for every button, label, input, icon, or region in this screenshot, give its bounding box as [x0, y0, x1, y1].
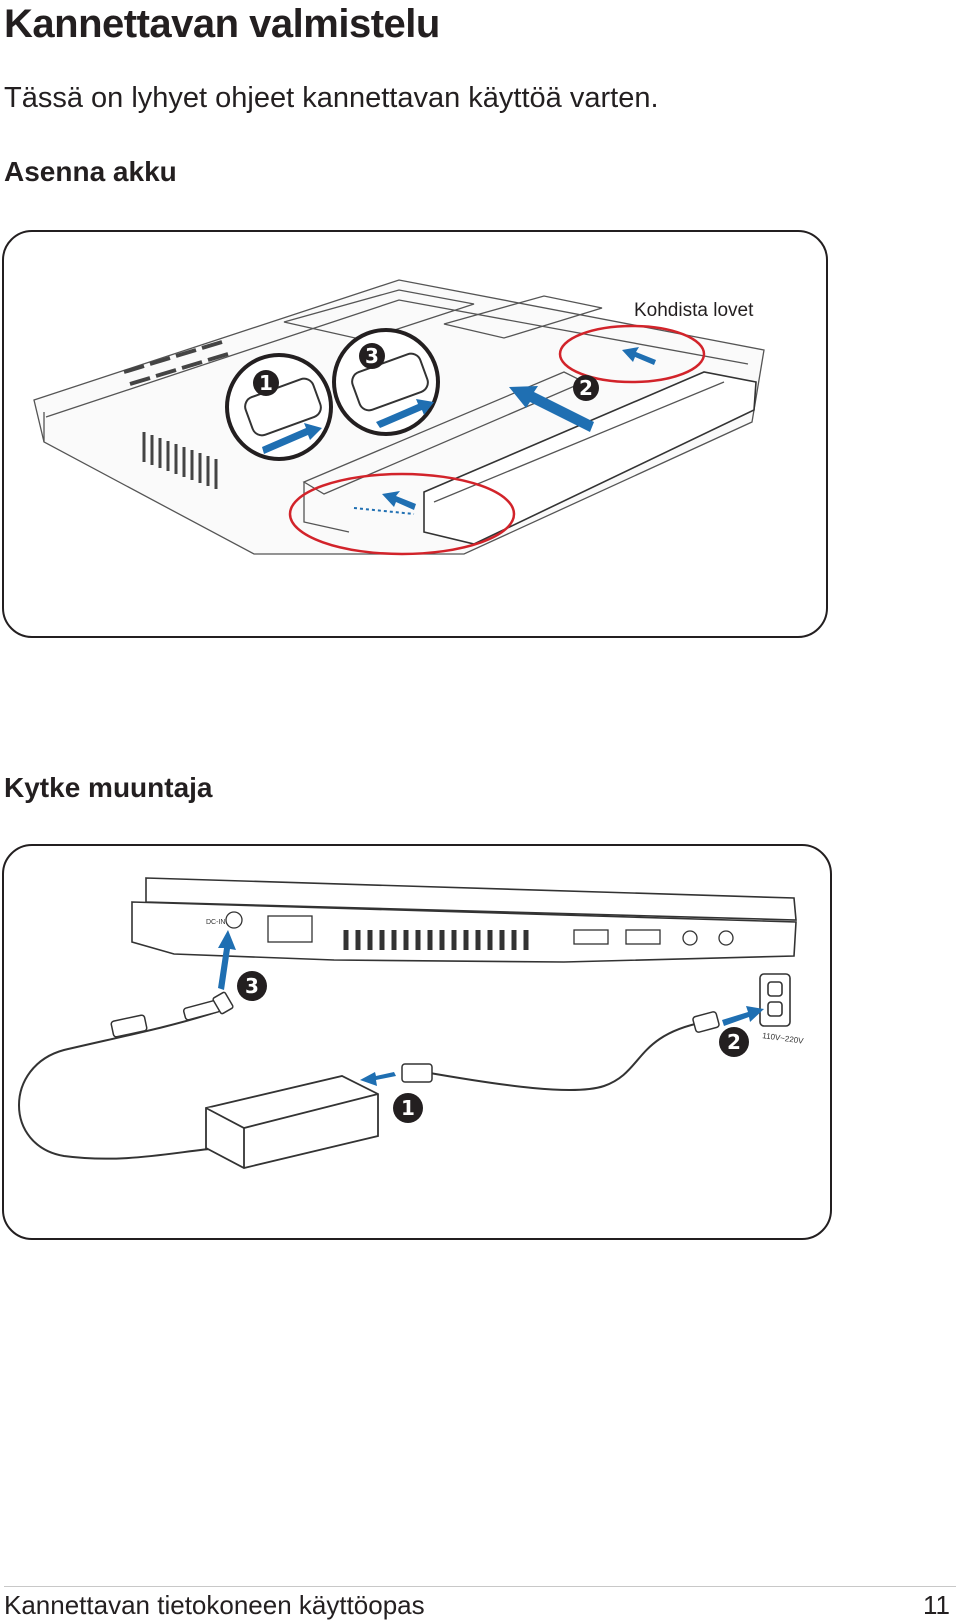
svg-text:2: 2: [727, 1030, 741, 1054]
adapter-step-3-badge: 3: [237, 971, 267, 1001]
step-2-badge: 2: [573, 375, 599, 401]
step-1-badge: 1: [253, 370, 279, 396]
adapter-step-1-badge: 1: [393, 1093, 423, 1123]
page-title: Kannettavan valmistelu: [4, 2, 440, 46]
intro-text: Tässä on lyhyet ohjeet kannettavan käytt…: [4, 82, 659, 114]
adapter-illustration-panel: DC-IN 110V~220V: [2, 844, 832, 1240]
arrow-adapter: [360, 1072, 396, 1086]
alignment-highlight-right: [558, 324, 706, 384]
arrow-latch-1: [262, 423, 322, 454]
svg-text:3: 3: [365, 344, 379, 368]
adapter-step-2-badge: 2: [719, 1027, 749, 1057]
footer-divider: [4, 1586, 956, 1587]
footer-manual-title: Kannettavan tietokoneen käyttöopas: [4, 1590, 425, 1620]
arrow-battery-slide: [509, 386, 594, 432]
adapter-heading: Kytke muuntaja: [4, 772, 213, 803]
arrow-dc-in: [218, 930, 236, 990]
align-notches-callout: Kohdista lovet: [634, 300, 754, 321]
dc-in-label: DC-IN: [206, 919, 225, 926]
svg-text:1: 1: [259, 371, 273, 395]
adapter-connect-illustration: DC-IN 110V~220V: [18, 877, 805, 1169]
page-number: 11: [923, 1590, 950, 1620]
alignment-highlight-left: [288, 472, 516, 556]
battery-install-illustration: 1 3 2: [33, 279, 765, 556]
voltage-label: 110V~220V: [762, 1031, 805, 1046]
battery-illustration-panel: 1 3 2: [2, 230, 828, 638]
arrow-outlet: [722, 1006, 764, 1026]
battery-heading: Asenna akku: [4, 156, 177, 187]
svg-text:2: 2: [579, 376, 593, 400]
svg-text:1: 1: [401, 1096, 415, 1120]
step-3-badge: 3: [359, 343, 385, 369]
arrow-latch-3: [376, 399, 434, 428]
wall-outlet: [759, 973, 791, 1027]
svg-text:3: 3: [245, 974, 259, 998]
